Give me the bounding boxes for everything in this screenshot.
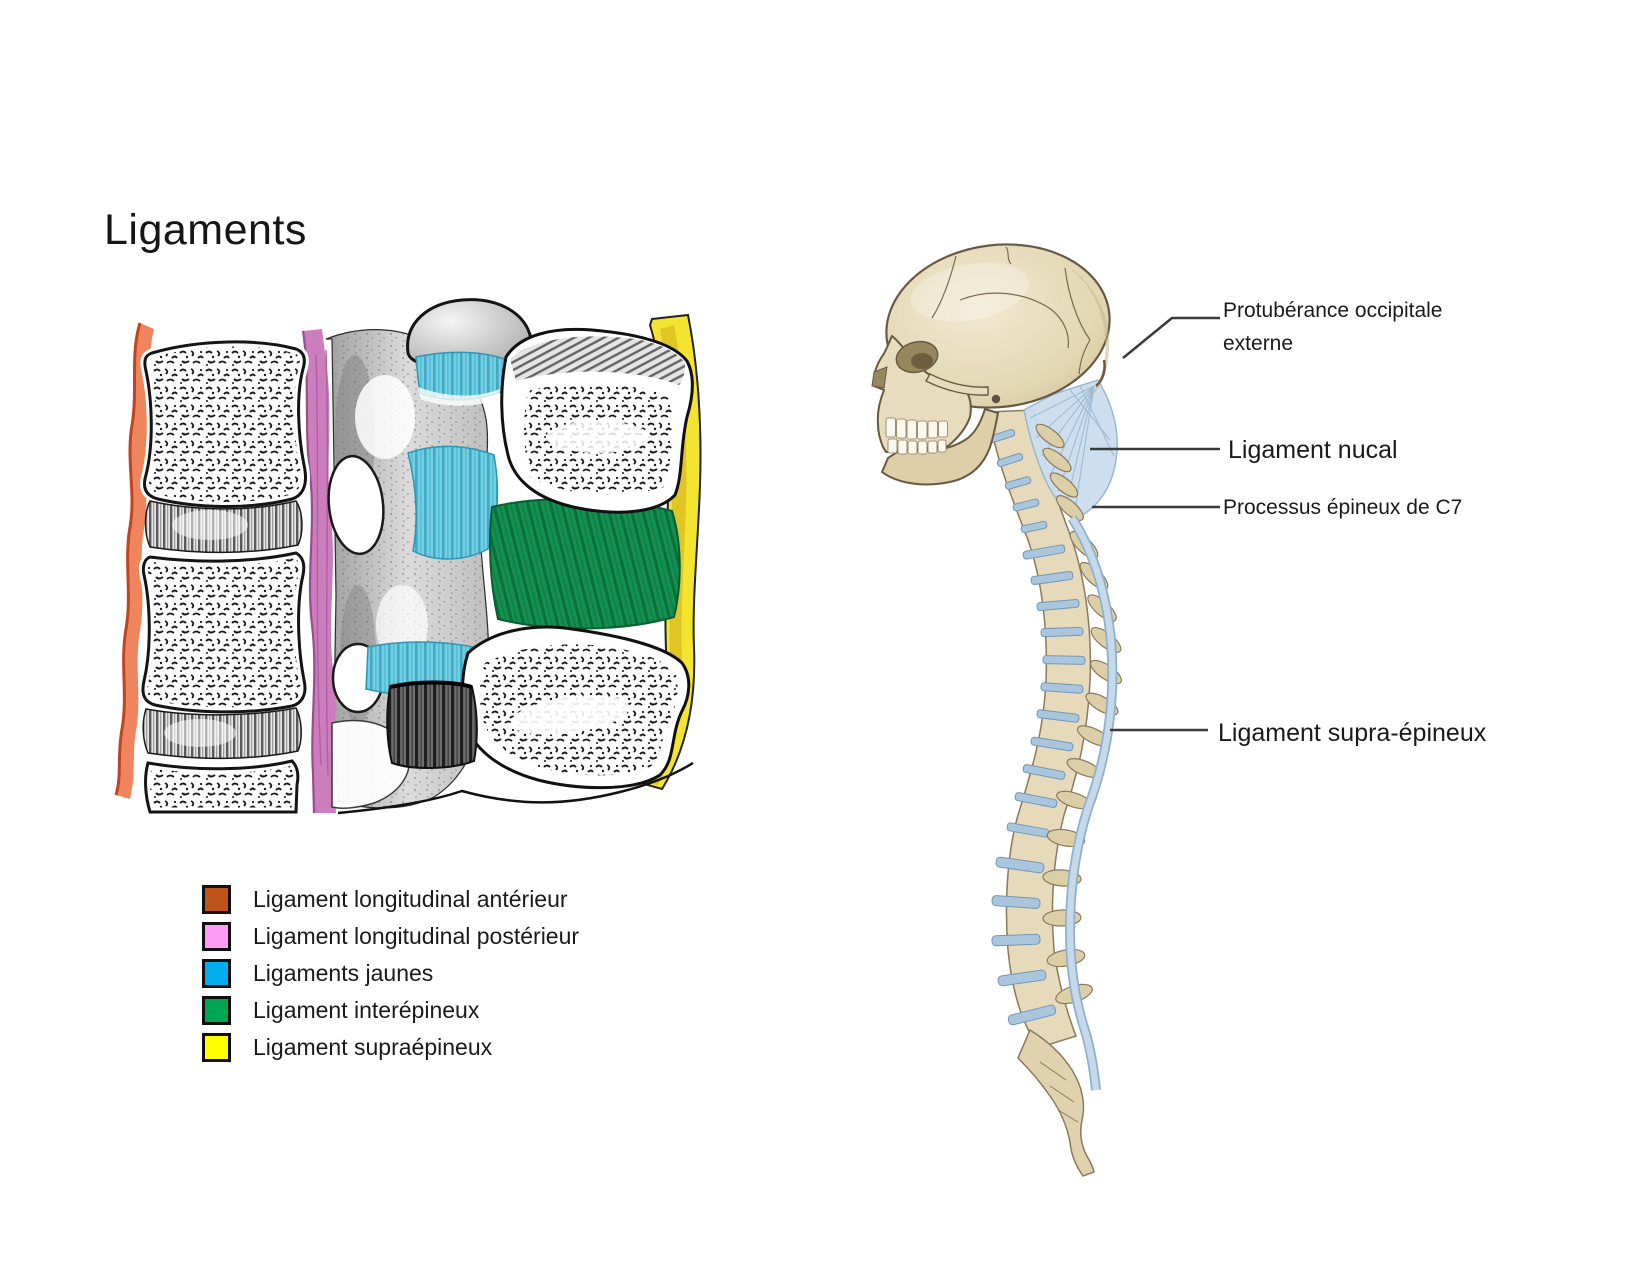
legend-swatch-anterior-longitudinal xyxy=(202,885,231,914)
legend-swatch-ligamenta-flava xyxy=(202,959,231,988)
anterior-longitudinal-ligament-band xyxy=(114,322,154,799)
annotation-supraspinous-ligament: Ligament supra-épineux xyxy=(1218,719,1487,747)
nasal-aperture xyxy=(871,366,888,389)
vertebral-section-illustration xyxy=(114,298,702,815)
legend-item-anterior-longitudinal: Ligament longitudinal antérieur xyxy=(202,885,579,914)
posterior-longitudinal-ligament-band xyxy=(301,329,336,814)
annotation-c7-spinous-process: Processus épineux de C7 xyxy=(1223,496,1463,519)
legend-label: Ligament interépineux xyxy=(253,997,480,1023)
legend-label: Ligaments jaunes xyxy=(253,960,434,986)
skull-spine-illustration xyxy=(871,243,1123,1177)
ligamenta-flava-patches xyxy=(365,351,506,697)
legend-item-interspinous: Ligament interépineux xyxy=(202,996,579,1025)
mandible xyxy=(880,407,1000,486)
intervertebral-disc-2 xyxy=(142,707,302,760)
skull xyxy=(871,243,1111,486)
supraspinous-ligament xyxy=(1064,515,1118,1091)
legend-item-posterior-longitudinal: Ligament longitudinal postérieur xyxy=(202,922,579,951)
sacrum-coccyx xyxy=(1017,1028,1095,1177)
legend-swatch-supraspinous xyxy=(202,1033,231,1062)
legend-swatch-interspinous xyxy=(202,996,231,1025)
zygomatic-arch xyxy=(925,373,989,396)
legend-label: Ligament supraépineux xyxy=(253,1034,493,1060)
interarticular-disc xyxy=(386,680,478,769)
annotation-leader-lines xyxy=(1090,316,1220,732)
inferior-contour-line xyxy=(337,761,694,815)
vertebral-body-1 xyxy=(145,342,306,507)
annotation-occipital-protuberance: Protubérance occipitale externe xyxy=(1223,299,1443,355)
ear-canal xyxy=(991,394,1001,404)
lower-teeth xyxy=(887,438,947,455)
vertebral-body-3 xyxy=(146,761,298,812)
intervertebral-disc-1 xyxy=(144,500,303,554)
spinous-process-section-lower xyxy=(461,625,691,790)
page-title: Ligaments xyxy=(104,206,307,254)
upper-teeth xyxy=(885,417,948,440)
occipital-protuberance xyxy=(1095,359,1106,387)
spinous-process-section-upper xyxy=(500,327,694,514)
interspinous-ligament-patch xyxy=(489,498,681,630)
nuchal-ligament xyxy=(1023,379,1118,521)
vertebral-body-2 xyxy=(143,553,305,712)
intervertebral-foramen xyxy=(327,454,385,556)
leader-line-protuberance xyxy=(1122,316,1220,359)
legend-item-supraspinous: Ligament supraépineux xyxy=(202,1033,579,1062)
legend-swatch-posterior-longitudinal xyxy=(202,922,231,951)
legend-item-ligamenta-flava: Ligaments jaunes xyxy=(202,959,579,988)
intervertebral-discs xyxy=(988,428,1086,1026)
legend: Ligament longitudinal antérieur Ligament… xyxy=(202,885,579,1062)
legend-label: Ligament longitudinal antérieur xyxy=(253,886,568,912)
legend-label: Ligament longitudinal postérieur xyxy=(253,923,580,949)
annotation-nuchal-ligament: Ligament nucal xyxy=(1228,436,1398,464)
